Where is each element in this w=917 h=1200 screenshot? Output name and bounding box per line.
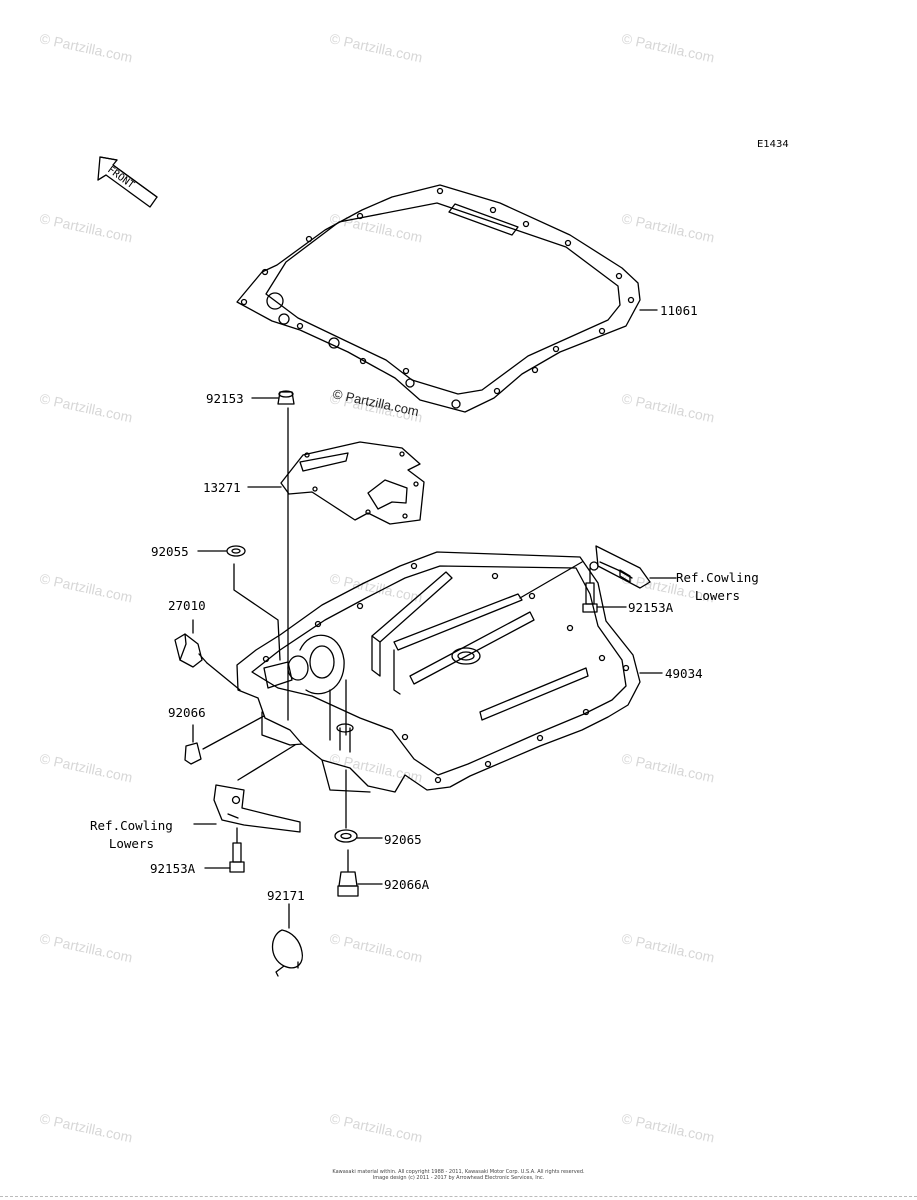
copyright-line-1: Kawasaki material within. All copyright … (332, 1169, 585, 1175)
label-ref-cowling-left: Ref.Cowling Lowers (90, 818, 173, 851)
washer-92065[interactable] (334, 769, 383, 843)
label-92153[interactable]: 92153 (206, 391, 244, 406)
drain-plug-92066a[interactable] (337, 849, 383, 897)
copyright-line-2: Image design (c) 2011 - 2017 by Arrowhea… (372, 1175, 545, 1181)
cowling-bracket-left (193, 744, 301, 833)
label-92065[interactable]: 92065 (384, 832, 422, 847)
label-92153a-left[interactable]: 92153A (150, 861, 196, 876)
oil-pan-gasket[interactable] (236, 184, 658, 413)
clamp-92171[interactable] (271, 903, 304, 977)
diagram-code: E1434 (757, 139, 789, 150)
baffle-plate[interactable] (247, 441, 425, 525)
label-92055[interactable]: 92055 (151, 544, 189, 559)
label-13271[interactable]: 13271 (203, 480, 241, 495)
washer-92055[interactable] (197, 545, 281, 661)
label-49034[interactable]: 49034 (665, 666, 703, 681)
bolt-92153a-right[interactable] (582, 567, 627, 613)
label-92171[interactable]: 92171 (267, 888, 305, 903)
cowling-bracket-right (519, 545, 677, 599)
label-11061[interactable]: 11061 (660, 303, 698, 318)
oil-pressure-switch[interactable] (174, 619, 241, 691)
front-arrow-icon: FRONT (97, 156, 158, 208)
bolt-92153a-left[interactable] (204, 827, 245, 873)
oil-pan[interactable] (236, 551, 663, 793)
label-ref-cowling-right: Ref.Cowling Lowers (676, 570, 759, 603)
plug-92066[interactable] (184, 715, 265, 765)
label-92066[interactable]: 92066 (168, 705, 206, 720)
label-92066a[interactable]: 92066A (384, 877, 430, 892)
label-92153a-right[interactable]: 92153A (628, 600, 674, 615)
bottom-rule (0, 1196, 917, 1197)
label-27010[interactable]: 27010 (168, 598, 206, 613)
